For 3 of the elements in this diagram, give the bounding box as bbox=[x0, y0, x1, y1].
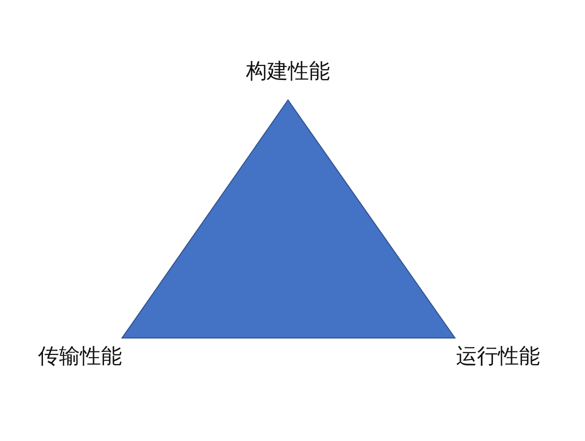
vertex-label: 传输性能 bbox=[38, 343, 122, 369]
vertex-label: 构建性能 bbox=[246, 58, 330, 84]
vertex-label: 运行性能 bbox=[456, 343, 540, 369]
